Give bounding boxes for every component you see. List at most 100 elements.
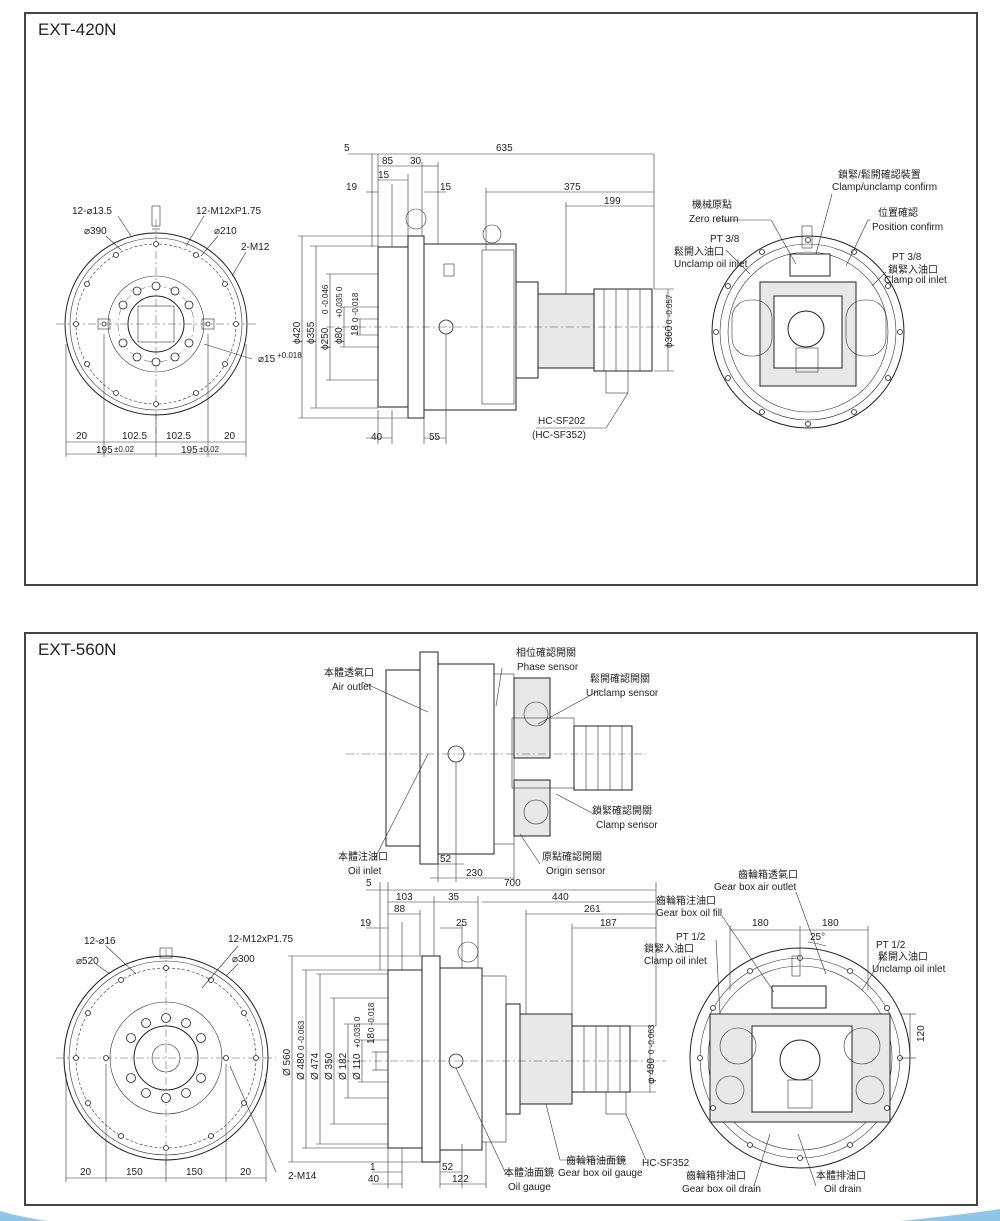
callout-zh-unclamp: 鬆開入油口 xyxy=(674,245,724,258)
dim-top-375: 375 xyxy=(564,182,581,193)
dim-bottom-3: 20 xyxy=(224,431,236,442)
dim-top-85: 85 xyxy=(382,156,394,167)
callout-pt-clamp: PT 3/8 xyxy=(892,252,922,263)
callout-zh-clamp: 鎖緊入油口 xyxy=(888,263,938,276)
label-m14: 2-M14 xyxy=(288,1171,317,1182)
callout-zh-clamp-sensor: 鎖緊確認開關 xyxy=(592,804,652,817)
callout-zh-gb-gauge: 齒輪箱油面鏡 xyxy=(566,1154,626,1167)
callout-pt-unclamp: PT 3/8 xyxy=(710,234,740,245)
callout-zh-origin: 原點確認開關 xyxy=(542,850,602,863)
callout-en-origin: Origin sensor xyxy=(546,866,606,877)
dim-top-560-103: 103 xyxy=(396,892,413,903)
panel-title: EXT-560N xyxy=(38,640,117,659)
callout-zh-drain: 本體排油口 xyxy=(816,1169,866,1182)
dim-bottom-560-3: 20 xyxy=(240,1167,252,1178)
dim-bottom-2: 102.5 xyxy=(166,431,191,442)
front-view-560: 12-⌀16 12-M12xP1.75 ⌀520 ⌀300 20 150 150… xyxy=(56,934,317,1182)
dim-top-19: 19 xyxy=(346,182,358,193)
dim-phi355: ϕ355 xyxy=(306,321,317,344)
dim-bottom-560-2: 150 xyxy=(186,1167,203,1178)
dim-bottom-1: 102.5 xyxy=(122,431,147,442)
dim-d560: Ø 560 xyxy=(282,1048,293,1076)
dim-phi420: ϕ420 xyxy=(292,321,303,344)
dim-top-560-261: 261 xyxy=(584,904,601,915)
callout-zh-clamp-confirm: 鎖緊/鬆開確認裝置 xyxy=(838,168,921,181)
dim-top-199: 199 xyxy=(604,196,621,207)
ext-560n-drawing: 相位確認開關 Phase sensor 本體透氣口 Air outlet 鬆開確… xyxy=(56,646,946,1195)
dim-195-left: 195 xyxy=(96,445,113,456)
label-m12: 2-M12 xyxy=(241,242,270,253)
label-pcd: ⌀390 xyxy=(84,226,107,237)
tol-d480: 0 -0.063 xyxy=(297,1020,306,1050)
top-view-560: 相位確認開關 Phase sensor 本體透氣口 Air outlet 鬆開確… xyxy=(324,646,659,882)
dim-rear-180a: 180 xyxy=(752,918,769,929)
tol-195-left: ±0.02 xyxy=(114,445,135,454)
tol-phi80: +0.035 0 xyxy=(335,286,344,318)
callout-en-gb-air: Gear box air outlet xyxy=(714,882,796,893)
dim-rear-120: 120 xyxy=(916,1025,927,1042)
dim-top-230: 230 xyxy=(466,868,483,879)
label-holes-560: 12-⌀16 xyxy=(84,936,116,947)
front-view-420: 12-⌀13.5 ⌀390 12-M12xP1.75 ⌀210 2-M12 ⌀1… xyxy=(56,205,302,457)
callout-zh-zero-return: 機械原點 xyxy=(692,198,732,211)
callout-zh-position: 位置確認 xyxy=(878,206,918,219)
callout-zh-unclamp-560: 鬆開入油口 xyxy=(878,950,928,963)
dim-bottom-0: 20 xyxy=(76,431,88,442)
motor-label: HC-SF202 xyxy=(538,416,586,427)
dim-top-560-88: 88 xyxy=(394,904,406,915)
dim-phi80: ϕ80 xyxy=(334,327,345,344)
tol-phi250: 0 -0.046 xyxy=(321,284,330,314)
callout-zh-unclamp-sensor: 鬆開確認開關 xyxy=(590,672,650,685)
dim-top-560-5: 5 xyxy=(366,878,372,889)
label-pcd-560: ⌀520 xyxy=(76,956,99,967)
side-view-560: Ø 560 Ø 480 0 -0.063 Ø 474 Ø 350 Ø 182 Ø… xyxy=(282,878,690,1193)
motor-label-alt: (HC-SF352) xyxy=(532,430,586,441)
callout-en-gb-gauge: Gear box oil gauge xyxy=(558,1168,643,1179)
callout-en-oil-gauge: Oil gauge xyxy=(508,1182,551,1193)
dim-d110: Ø 110 xyxy=(352,1053,363,1080)
dim-18: 18 xyxy=(350,324,361,336)
dim-d474: Ø 474 xyxy=(310,1052,321,1080)
dim-bottom-560-1mm: 1 xyxy=(370,1162,376,1173)
rear-view-560: 齒輪箱透氣口 Gear box air outlet 齒輪箱注油口 Gear b… xyxy=(644,868,946,1195)
dim-top-635: 635 xyxy=(496,143,513,154)
tol-phi360: 0 -0.057 xyxy=(665,294,674,324)
callout-en-clamp: Clamp oil inlet xyxy=(884,275,947,286)
dim-bottom-560-0: 20 xyxy=(80,1167,92,1178)
callout-en-unclamp-560: Unclamp oil inlet xyxy=(872,964,946,975)
callout-en-clamp-confirm: Clamp/unclamp confirm xyxy=(832,182,937,193)
dim-top-52: 52 xyxy=(440,854,452,865)
dim-bottom-560-52: 52 xyxy=(442,1162,454,1173)
callout-zh-phase: 相位確認開關 xyxy=(516,646,576,659)
dim-195-right: 195 xyxy=(181,445,198,456)
ext-420n-panel: EXT-420N xyxy=(24,12,978,586)
callout-en-air: Air outlet xyxy=(332,682,372,693)
tol-phi480-right: 0 -0.063 xyxy=(647,1024,656,1054)
ext-560n-panel: EXT-560N xyxy=(24,632,978,1206)
tol-phi15: +0.018 xyxy=(277,351,302,360)
callout-en-gb-fill: Gear box oil fill xyxy=(656,908,722,919)
callout-zh-air: 本體透氣口 xyxy=(324,666,374,679)
callout-en-gb-drain: Gear box oil drain xyxy=(682,1184,761,1195)
tol-18-560: 0 -0.018 xyxy=(367,1002,376,1032)
callout-pt-unclamp-560: PT 1/2 xyxy=(876,940,906,951)
dim-top-5: 5 xyxy=(344,143,350,154)
dim-top-15a: 15 xyxy=(378,170,390,181)
label-pcd-inner-560: ⌀300 xyxy=(232,954,255,965)
dim-bottom-560-40: 40 xyxy=(368,1174,380,1185)
dim-top-560-187: 187 xyxy=(600,918,617,929)
motor-label-560: HC-SF352 xyxy=(642,1158,690,1169)
callout-zh-oil-inlet: 本體注油口 xyxy=(338,850,388,863)
footer-wave-decoration xyxy=(0,1209,1000,1221)
callout-en-drain: Oil drain xyxy=(824,1184,861,1195)
dim-18-560: 18 xyxy=(366,1032,377,1044)
label-taps: 12-M12xP1.75 xyxy=(196,206,261,217)
dim-top-560-19: 19 xyxy=(360,918,372,929)
panel-title: EXT-420N xyxy=(38,20,117,39)
callout-en-unclamp: Unclamp oil inlet xyxy=(674,259,748,270)
dim-d480: Ø 480 xyxy=(296,1052,307,1080)
callout-en-zero-return: Zero return xyxy=(689,214,738,225)
side-view-420: ϕ420 ϕ355 ϕ250 0 -0.046 ϕ80 +0.035 0 18 … xyxy=(292,143,675,444)
callout-zh-gb-fill: 齒輪箱注油口 xyxy=(656,894,716,907)
dim-d350: Ø 350 xyxy=(324,1052,335,1080)
